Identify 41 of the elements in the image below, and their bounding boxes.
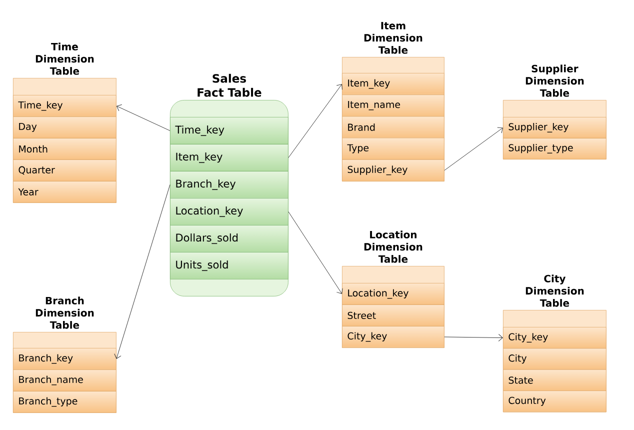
arrow <box>444 334 503 342</box>
table-row: City <box>503 348 606 370</box>
table-row: Branch_key <box>170 171 288 198</box>
arrow <box>288 211 343 294</box>
table-row: Day <box>13 116 116 138</box>
table-row: Time_key <box>170 117 288 144</box>
arrow <box>114 184 170 359</box>
table-row: Item_key <box>342 73 444 95</box>
table-row: Units_sold <box>170 252 288 280</box>
table-row: Supplier_key <box>342 159 444 182</box>
table-row: State <box>503 369 606 391</box>
table-row: Branch_name <box>13 370 116 392</box>
table-row: City_key <box>342 326 444 348</box>
node-label: City Dimension Table <box>526 274 584 307</box>
arrow <box>288 84 342 158</box>
node-label: Supplier Dimension Table <box>526 64 584 97</box>
node-label: Sales Fact Table <box>198 74 262 97</box>
table-row: Dollars_sold <box>170 225 288 252</box>
table-row: Brand <box>342 116 444 138</box>
table-row: Type <box>342 138 444 160</box>
table-row: Branch_type <box>13 391 116 413</box>
arrow <box>116 104 170 131</box>
table-row: Item_name <box>342 94 444 117</box>
node-label: Time Dimension Table <box>36 42 94 75</box>
table-row: Location_key <box>170 198 288 226</box>
arrow <box>444 127 503 171</box>
table-row: Supplier_key <box>503 117 606 138</box>
table-row: Item_key <box>170 144 288 172</box>
node-label: Location Dimension Table <box>364 230 422 263</box>
table-row: Street <box>342 304 444 326</box>
table-row: Branch_key <box>13 348 116 370</box>
table-row: Month <box>13 138 116 160</box>
table-row: Quarter <box>13 160 116 182</box>
node-label: Item Dimension Table <box>364 22 422 54</box>
table-row: Time_key <box>13 95 116 117</box>
table-row: City_key <box>503 327 606 349</box>
table-row: Location_key <box>342 283 444 305</box>
node-label: Branch Dimension Table <box>36 296 94 329</box>
table-row: Year <box>13 181 116 203</box>
table-row: Supplier_type <box>503 138 606 160</box>
table-row: Country <box>503 390 606 412</box>
